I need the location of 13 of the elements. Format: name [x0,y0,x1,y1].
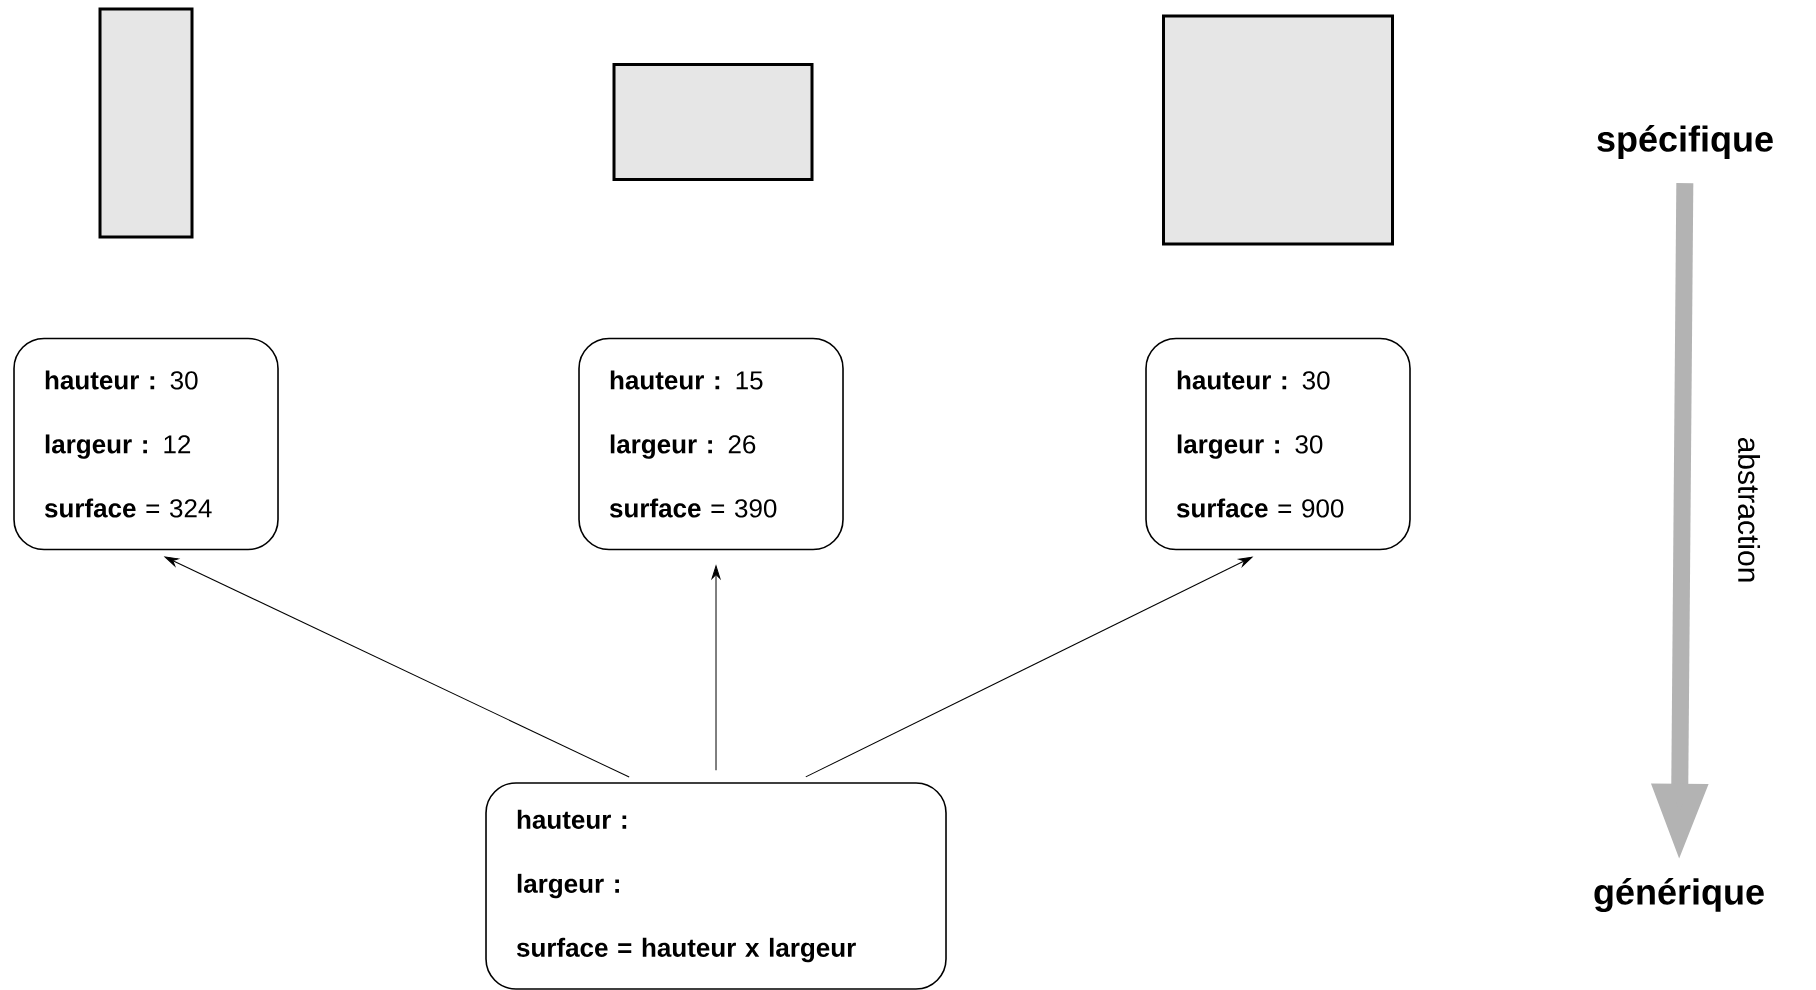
rectangle-shape [98,7,194,239]
attribute-box: hauteur : largeur : surface = hauteur x largeur [485,782,947,990]
rectangle-shape [612,63,814,181]
arrow [164,556,630,778]
arrow [711,565,721,771]
rectangle-shape [1162,14,1394,246]
edge-label: abstraction [1738,437,1760,582]
attribute-box: hauteur : 30 largeur : 12 surface = 324 [13,337,279,551]
attribute-box: hauteur : 30 largeur : 30 surface = 900 [1145,337,1411,551]
level-label: générique [1594,878,1764,912]
attribute-box: hauteur : 15 largeur : 26 surface = 390 [578,337,844,551]
arrow [805,556,1253,778]
level-label: spécifique [1597,125,1773,159]
